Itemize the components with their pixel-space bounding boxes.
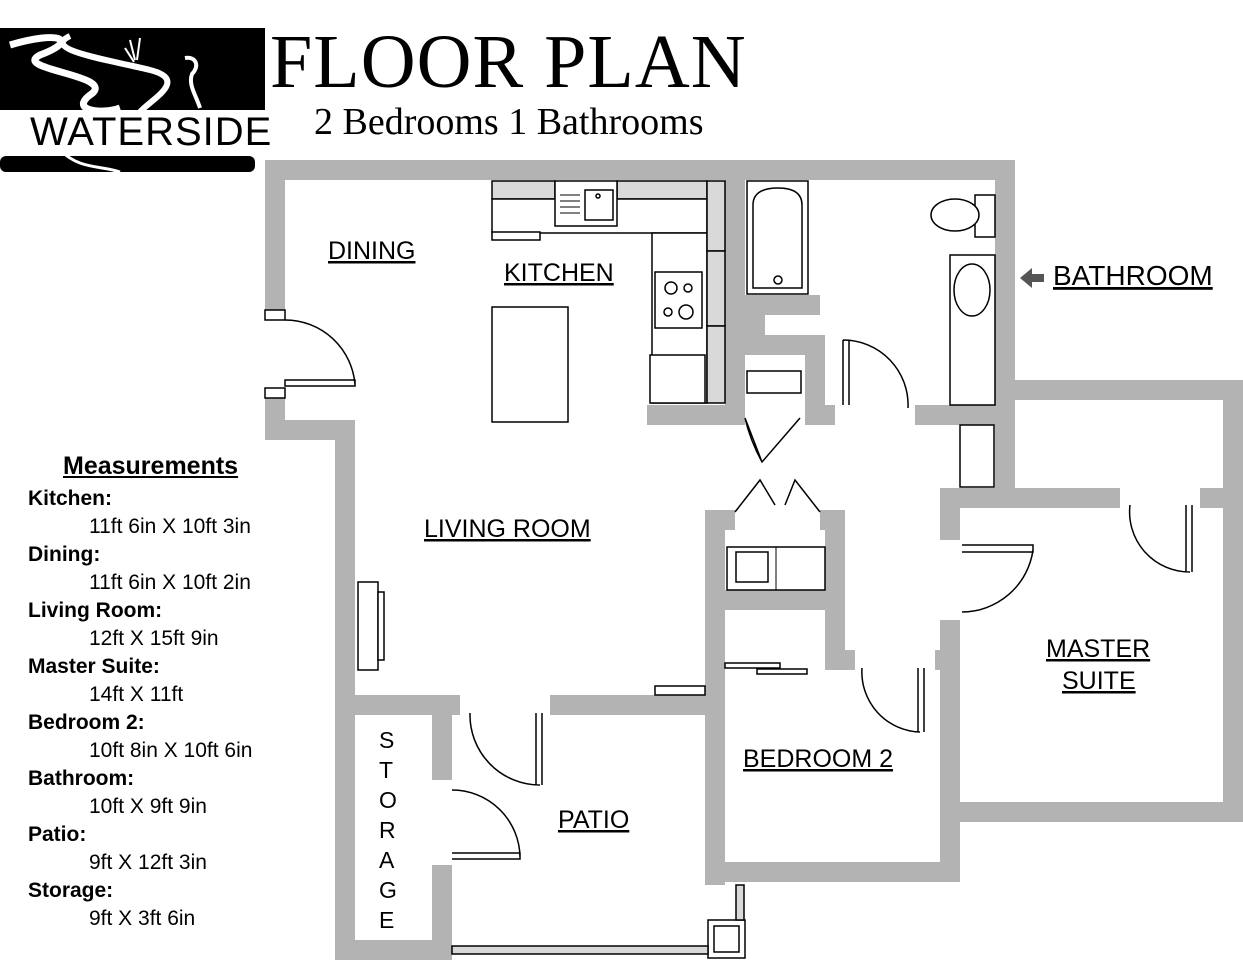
room-label-storage: S T O R A G E [379, 727, 397, 933]
room-label-master-suite-line2: SUITE [1062, 667, 1136, 695]
bathroom-fixtures [746, 180, 1044, 488]
kitchen-counters [491, 180, 726, 423]
measurements-panel: Measurements Kitchen: 11ft 6in X 10ft 3i… [28, 452, 328, 933]
storage-letter: O [379, 787, 397, 813]
room-label-kitchen: KITCHEN [504, 259, 614, 287]
measurement-size: 9ft X 3ft 6in [89, 907, 196, 930]
bathtub [746, 180, 809, 295]
room-label-bedroom-2: BEDROOM 2 [743, 745, 893, 773]
measurement-size: 11ft 6in X 10ft 2in [89, 571, 251, 594]
room-label-patio: PATIO [558, 806, 629, 834]
room-label-bathroom: BATHROOM [1053, 260, 1213, 291]
waterside-logo [0, 28, 265, 174]
doors [264, 309, 1193, 860]
measurement-room: Kitchen: [28, 487, 112, 510]
measurement-size: 14ft X 11ft [89, 683, 184, 706]
measurement-size: 10ft X 9ft 9in [89, 795, 207, 818]
linen-closet [959, 424, 995, 488]
measurement-size: 10ft 8in X 10ft 6in [89, 739, 253, 762]
storage-letter: S [379, 727, 394, 753]
walls [265, 160, 1243, 960]
toilet [930, 198, 980, 232]
measurement-room: Storage: [28, 879, 114, 902]
sink [953, 263, 991, 317]
page-title: FLOOR PLAN [270, 20, 747, 104]
storage-letter: A [379, 847, 395, 873]
logo-text: WATERSIDE [30, 110, 273, 154]
laundry-shelf [746, 370, 802, 394]
measurement-room: Master Suite: [28, 655, 160, 678]
storage-letter: G [379, 877, 397, 903]
room-label-living-room: LIVING ROOM [424, 515, 591, 543]
measurement-size: 12ft X 15ft 9in [89, 627, 219, 650]
storage-letter: R [379, 817, 396, 843]
arrow-left-icon [1020, 268, 1044, 288]
storage-letter: T [379, 757, 393, 783]
measurement-room: Dining: [28, 543, 101, 566]
stove [654, 271, 703, 329]
measurement-size: 11ft 6in X 10ft 3in [89, 515, 251, 538]
measurement-room: Patio: [28, 823, 87, 846]
measurement-room: Bedroom 2: [28, 711, 145, 734]
storage-letter: E [379, 907, 394, 933]
laundry-closet [357, 546, 826, 959]
measurements-heading: Measurements [63, 452, 239, 480]
room-label-master-suite-line1: MASTER [1046, 635, 1150, 663]
measurement-room: Living Room: [28, 599, 163, 622]
measurement-room: Bathroom: [28, 767, 135, 790]
room-label-dining: DINING [328, 237, 416, 265]
page-subtitle: 2 Bedrooms 1 Bathrooms [314, 101, 704, 143]
fridge [649, 354, 706, 404]
kitchen-island [491, 306, 569, 423]
measurement-size: 9ft X 12ft 3in [89, 851, 207, 874]
